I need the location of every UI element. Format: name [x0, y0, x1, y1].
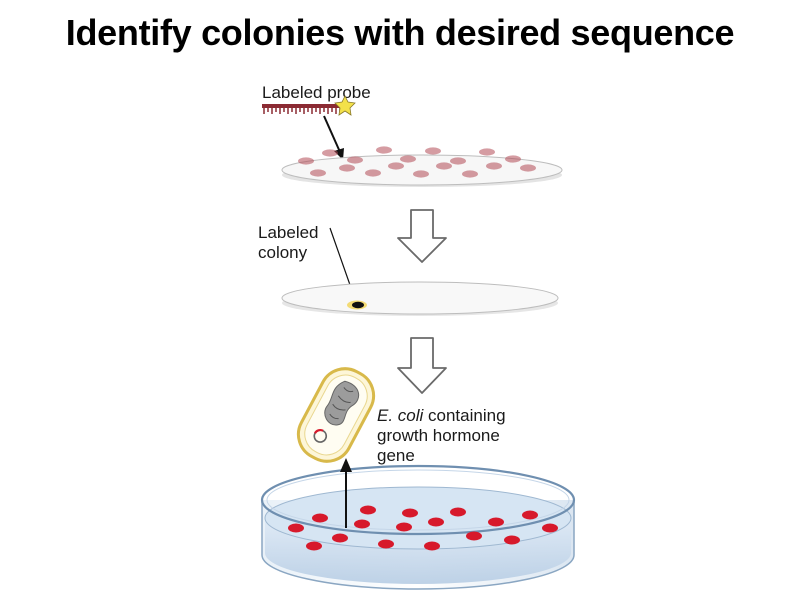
- red-colony: [288, 523, 304, 533]
- diagram-title: Identify colonies with desired sequence: [65, 12, 735, 53]
- probe-label: Labeled probe: [262, 83, 371, 102]
- red-colony: [428, 517, 444, 527]
- colony-imprint: [436, 162, 452, 170]
- ecoli-label-line3: gene: [377, 446, 415, 465]
- labeled-colony-label-line2: colony: [258, 243, 308, 262]
- colony-imprint: [322, 149, 338, 157]
- colony-imprint: [462, 170, 478, 178]
- red-colony: [542, 523, 558, 533]
- colony-imprint: [400, 155, 416, 163]
- ecoli-label-line1: E. coli containing: [377, 406, 506, 425]
- colony-imprint: [413, 170, 429, 178]
- star-icon: [334, 95, 356, 116]
- colony-imprint: [479, 148, 495, 156]
- filter-disk-middle: [281, 281, 559, 316]
- dish-rim: [260, 464, 576, 536]
- colony-imprint: [365, 169, 381, 177]
- colony-imprint: [376, 146, 392, 154]
- colony-imprint: [339, 164, 355, 172]
- petri-dish: [260, 464, 576, 590]
- labeled-probe: Labeled probe: [262, 83, 371, 116]
- down-arrow-2: [397, 337, 447, 394]
- colony-imprints: [298, 146, 536, 178]
- red-colony: [522, 510, 538, 520]
- red-colony: [424, 541, 440, 551]
- ecoli-cell: [296, 367, 376, 463]
- red-colony: [488, 517, 504, 527]
- probe-teeth: [263, 107, 341, 114]
- red-colony: [402, 508, 418, 518]
- colony-imprint: [310, 169, 326, 177]
- red-colony: [396, 522, 412, 532]
- red-colony: [306, 541, 322, 551]
- down-arrow-1: [397, 209, 447, 263]
- red-colony: [360, 505, 376, 515]
- red-colonies: [288, 505, 558, 551]
- up-arrow: [340, 458, 352, 528]
- filter-disk-top: [281, 146, 563, 187]
- colony-imprint: [298, 157, 314, 165]
- colony-imprint: [486, 162, 502, 170]
- colony-imprint: [450, 157, 466, 165]
- red-colony: [466, 531, 482, 541]
- colony-imprint: [505, 155, 521, 163]
- colony-imprint: [425, 147, 441, 155]
- red-colony: [378, 539, 394, 549]
- red-colony: [312, 513, 328, 523]
- ecoli-label-line2: growth hormone: [377, 426, 500, 445]
- colony-imprint: [347, 156, 363, 164]
- red-colony: [450, 507, 466, 517]
- red-colony: [354, 519, 370, 529]
- red-colony: [332, 533, 348, 543]
- colony-imprint: [520, 164, 536, 172]
- colony-imprint: [388, 162, 404, 170]
- red-colony: [504, 535, 520, 545]
- agar-surface: [264, 486, 572, 550]
- probe-strand: [262, 104, 342, 108]
- labeled-colony-label-line1: Labeled: [258, 223, 319, 242]
- labeled-colony-spot: [352, 301, 364, 309]
